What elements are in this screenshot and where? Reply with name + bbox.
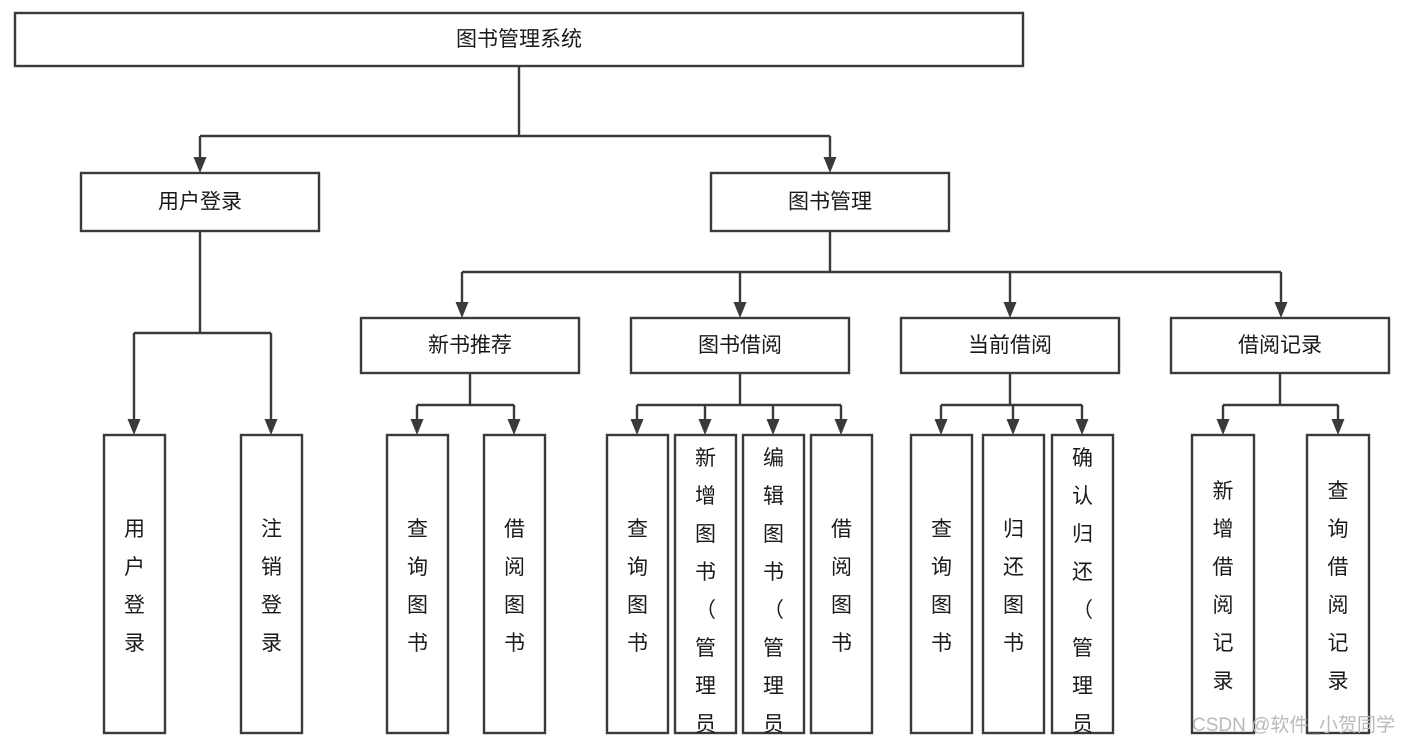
connector-layer	[127, 66, 1345, 435]
node-level2-1-box[interactable]	[629, 316, 851, 375]
arrow-head-icon	[1003, 302, 1017, 318]
arrow-head-icon	[127, 419, 141, 435]
node-leaf-12-label: 查询借阅记录	[1328, 480, 1349, 693]
node-leaf-11-box[interactable]	[1190, 433, 1256, 735]
node-leaf-1[interactable]: 注销登录	[239, 433, 304, 735]
node-leaf-0-box[interactable]	[102, 433, 167, 735]
node-leaf-9[interactable]: 归还图书	[981, 433, 1046, 735]
node-level2-0[interactable]: 新书推荐	[359, 316, 581, 375]
arrow-head-icon	[193, 157, 207, 173]
node-leaf-4[interactable]: 查询图书	[605, 433, 670, 735]
node-leaf-6-box[interactable]	[741, 433, 806, 735]
csdn-watermark: CSDN @软件_小贺同学	[1192, 714, 1395, 736]
arrow-head-icon	[1331, 419, 1345, 435]
node-leaf-8-label: 查询图书	[931, 518, 952, 655]
node-level2-3[interactable]: 借阅记录	[1169, 316, 1391, 375]
arrow-head-icon	[766, 419, 780, 435]
node-level1-0-label: 用户登录	[158, 191, 242, 214]
node-leaf-12[interactable]: 查询借阅记录	[1305, 433, 1371, 735]
node-leaf-5-label: 新增图书（管理员）	[695, 447, 716, 747]
node-leaf-7-box[interactable]	[809, 433, 874, 735]
arrow-head-icon	[507, 419, 521, 435]
node-root[interactable]: 图书管理系统	[13, 11, 1025, 68]
node-leaf-10[interactable]: 确认归还（管理员）	[1050, 433, 1115, 747]
node-leaf-11-label: 新增借阅记录	[1213, 480, 1234, 693]
node-leaf-7[interactable]: 借阅图书	[809, 433, 874, 735]
node-level2-1-label: 图书借阅	[698, 334, 782, 357]
node-leaf-4-box[interactable]	[605, 433, 670, 735]
node-leaf-9-box[interactable]	[981, 433, 1046, 735]
node-level2-2-label: 当前借阅	[968, 334, 1052, 357]
node-level2-1[interactable]: 图书借阅	[629, 316, 851, 375]
node-leaf-3-box[interactable]	[482, 433, 547, 735]
node-leaf-3-label: 借阅图书	[504, 518, 525, 655]
node-leaf-6[interactable]: 编辑图书（管理员）	[741, 433, 806, 747]
arrow-head-icon	[823, 157, 837, 173]
node-leaf-0[interactable]: 用户登录	[102, 433, 167, 735]
node-leaf-1-label: 注销登录	[261, 518, 282, 655]
node-leaf-1-box[interactable]	[239, 433, 304, 735]
node-leaf-2-label: 查询图书	[407, 518, 428, 655]
node-leaf-12-box[interactable]	[1305, 433, 1371, 735]
arrow-head-icon	[264, 419, 278, 435]
node-leaf-6-label: 编辑图书（管理员）	[763, 447, 784, 747]
node-leaf-3[interactable]: 借阅图书	[482, 433, 547, 735]
node-leaf-2-box[interactable]	[385, 433, 450, 735]
arrow-head-icon	[698, 419, 712, 435]
arrow-head-icon	[1075, 419, 1089, 435]
arrow-head-icon	[455, 302, 469, 318]
arrow-head-icon	[1006, 419, 1020, 435]
arrow-head-icon	[1274, 302, 1288, 318]
node-leaf-2[interactable]: 查询图书	[385, 433, 450, 735]
node-leaf-8[interactable]: 查询图书	[909, 433, 974, 735]
node-leaf-10-label: 确认归还（管理员）	[1072, 447, 1093, 747]
arrow-head-icon	[1216, 419, 1230, 435]
node-level2-3-label: 借阅记录	[1238, 334, 1322, 357]
node-level2-3-box[interactable]	[1169, 316, 1391, 375]
node-level1-1-label: 图书管理	[788, 191, 872, 214]
node-level2-0-label: 新书推荐	[428, 334, 512, 357]
node-leaf-5-box[interactable]	[673, 433, 738, 735]
node-layer: 图书管理系统用户登录图书管理新书推荐图书借阅当前借阅借阅记录用户登录注销登录查询…	[13, 11, 1391, 747]
arrow-head-icon	[733, 302, 747, 318]
node-leaf-9-label: 归还图书	[1003, 518, 1024, 655]
node-leaf-10-box[interactable]	[1050, 433, 1115, 735]
node-leaf-0-label: 用户登录	[124, 518, 145, 655]
node-leaf-8-box[interactable]	[909, 433, 974, 735]
arrow-head-icon	[630, 419, 644, 435]
node-leaf-5[interactable]: 新增图书（管理员）	[673, 433, 738, 747]
node-leaf-4-label: 查询图书	[627, 518, 648, 655]
node-leaf-7-label: 借阅图书	[831, 518, 852, 655]
node-root-box[interactable]	[13, 11, 1025, 68]
node-level1-1-box[interactable]	[709, 171, 951, 233]
node-level1-0[interactable]: 用户登录	[79, 171, 321, 233]
node-level2-2-box[interactable]	[899, 316, 1121, 375]
node-root-label: 图书管理系统	[456, 28, 582, 51]
arrow-head-icon	[934, 419, 948, 435]
node-leaf-11[interactable]: 新增借阅记录	[1190, 433, 1256, 735]
arrow-head-icon	[834, 419, 848, 435]
node-level1-1[interactable]: 图书管理	[709, 171, 951, 233]
node-level1-0-box[interactable]	[79, 171, 321, 233]
arrow-head-icon	[410, 419, 424, 435]
node-level2-2[interactable]: 当前借阅	[899, 316, 1121, 375]
node-level2-0-box[interactable]	[359, 316, 581, 375]
